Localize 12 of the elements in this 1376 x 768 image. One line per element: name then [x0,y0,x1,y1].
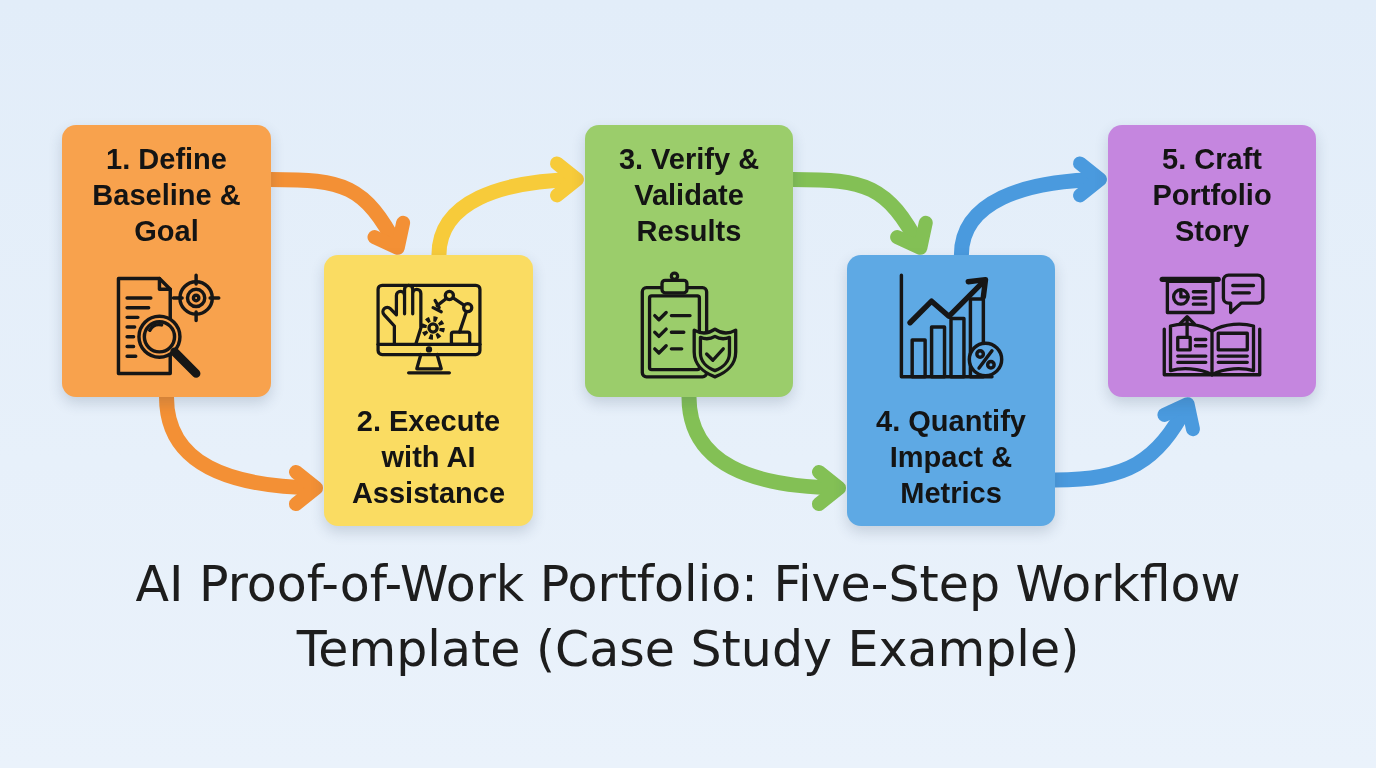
step-card [847,255,1055,526]
step-title: 3. Verify & Validate Results [617,142,761,249]
step-title: 2. Execute with AI Assistance [350,403,507,511]
curved-arrow [159,396,325,511]
diagram-title: AI Proof-of-Work Portfolio: Five-Step Workflow Template (Case Study Example) [134,555,1242,680]
step-card [62,125,271,397]
step-card [1108,125,1316,397]
step-title: 1. Define Baseline & Goal [91,142,242,249]
step-title: 5. Craft Portfolio Story [1151,142,1273,249]
step-card [585,125,793,397]
step-title: 4. Quantify Impact & Metrics [875,403,1027,511]
step-card [324,255,533,526]
